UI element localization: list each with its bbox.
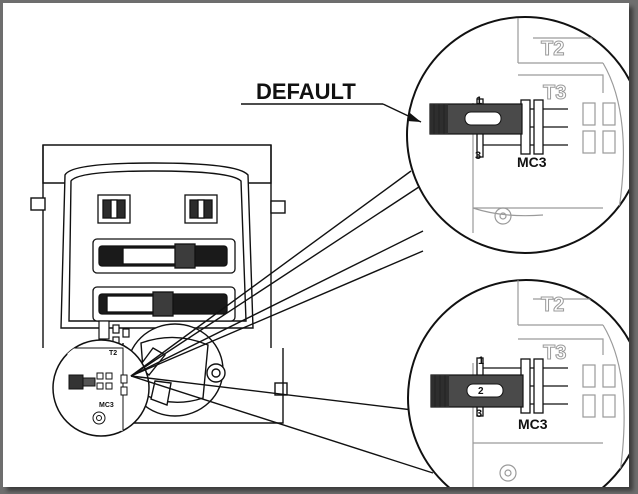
switch-right	[184, 194, 218, 224]
pin-3-label-top: 3	[475, 150, 481, 162]
jumper-default-position	[429, 103, 523, 135]
pin-1-label-top: 1	[476, 95, 482, 107]
pin-1-label-bottom: 1	[478, 355, 484, 367]
t3-label-bottom: T3	[543, 342, 566, 364]
mc3-label-bottom: MC3	[518, 416, 548, 432]
pin-3-label-bottom: 3	[476, 408, 482, 420]
slider-lower	[92, 286, 236, 322]
small-t2-label: T2	[109, 350, 117, 357]
small-locator-circle: MC3 T2	[52, 339, 150, 437]
mc3-label-top: MC3	[517, 154, 547, 170]
default-callout: DEFAULT	[241, 79, 422, 123]
detail-circle-default: T2 T3 1 3 MC3	[406, 16, 629, 254]
slider-upper	[92, 238, 236, 274]
t2-label-bottom: T2	[541, 294, 564, 316]
detail-circle-alternate: T2 T3 1 2 3 MC3	[407, 279, 629, 487]
jumper-setting-diagram: MC3 T2	[30, 16, 629, 487]
t3-label-top: T3	[543, 82, 566, 104]
t2-label-top: T2	[541, 38, 564, 60]
callout-cone-top	[130, 170, 429, 377]
jumper-alternate-position	[430, 374, 524, 408]
small-mc3-label: MC3	[99, 402, 114, 409]
switch-left	[97, 194, 131, 224]
default-label: DEFAULT	[256, 79, 356, 104]
pin-2-label-bottom: 2	[478, 386, 484, 397]
callout-cone-bottom	[130, 375, 434, 474]
diagram-frame: MC3 T2	[3, 3, 629, 487]
